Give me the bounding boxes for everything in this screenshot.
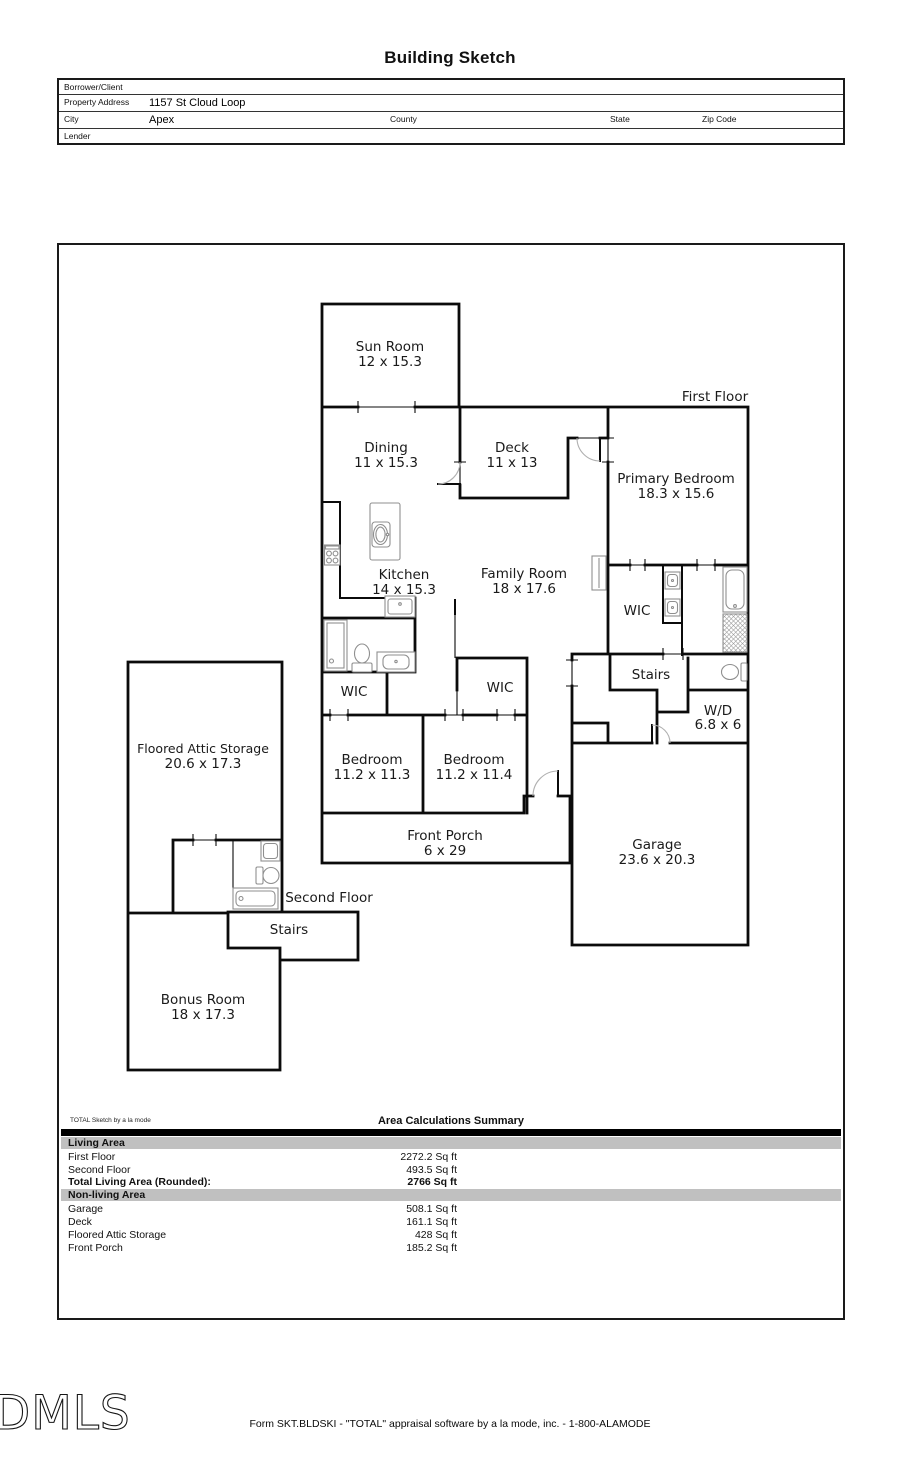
- room-label: WIC: [341, 684, 368, 700]
- room-dims: 11.2 x 11.3: [334, 767, 411, 783]
- summary-row: Second Floor 493.5 Sq ft: [68, 1164, 457, 1176]
- room-dims: 18 x 17.3: [171, 1007, 235, 1023]
- sketch-attribution: TOTAL Sketch by a la mode: [70, 1117, 151, 1124]
- room-dims: 14 x 15.3: [372, 582, 436, 598]
- room-label: Bedroom: [443, 752, 504, 768]
- row-city-county-state-zip: City Apex County State Zip Code: [59, 111, 843, 128]
- room-label: WIC: [624, 603, 651, 619]
- zip-label: Zip Code: [702, 114, 737, 124]
- borrower-label: Borrower/Client: [64, 82, 123, 92]
- room-label: Bonus Room: [161, 992, 245, 1008]
- room-label: WIC: [487, 680, 514, 696]
- fixtures: [232, 502, 748, 910]
- room-label: Stairs: [632, 667, 670, 683]
- room-label: Kitchen: [379, 567, 430, 583]
- wall-openings: [192, 401, 716, 888]
- sketch-box: Sun Room 12 x 15.3 Dining 11 x 15.3 Deck…: [57, 243, 845, 1320]
- row-property-address: Property Address 1157 St Cloud Loop: [59, 94, 843, 111]
- room-label: Bedroom: [341, 752, 402, 768]
- room-dims: 11.2 x 11.4: [436, 767, 513, 783]
- room-label: Dining: [364, 440, 408, 456]
- room-dims: 20.6 x 17.3: [165, 756, 242, 772]
- room-label: Garage: [632, 837, 681, 853]
- room-dims: 18.3 x 15.6: [638, 486, 715, 502]
- room-label: W/D: [704, 703, 732, 719]
- second-floor-label: Second Floor: [285, 890, 373, 906]
- room-dims: 11 x 13: [487, 455, 538, 471]
- summary-row: First Floor 2272.2 Sq ft: [68, 1151, 457, 1163]
- dmls-logo: DMLS: [0, 1386, 131, 1441]
- living-area-header: Living Area: [61, 1137, 841, 1149]
- first-floor-label: First Floor: [682, 389, 749, 405]
- summary-row: Deck 161.1 Sq ft: [68, 1216, 457, 1228]
- county-label: County: [390, 114, 417, 124]
- room-dims: 6 x 29: [424, 843, 466, 859]
- summary-title: Area Calculations Summary: [377, 1115, 525, 1127]
- primary-toilet-tank: [740, 662, 748, 682]
- page-title: Building Sketch: [384, 48, 516, 67]
- room-dims: 11 x 15.3: [354, 455, 418, 471]
- toilet: [351, 662, 373, 673]
- summary-row: Garage 508.1 Sq ft: [68, 1203, 457, 1215]
- room-labels: Sun Room 12 x 15.3 Dining 11 x 15.3 Deck…: [137, 339, 748, 1023]
- state-label: State: [610, 114, 630, 124]
- room-label: Front Porch: [407, 828, 483, 844]
- summary-divider-bar: [61, 1129, 841, 1136]
- room-dims: 18 x 17.6: [492, 581, 556, 597]
- nonliving-area-header: Non-living Area: [61, 1189, 841, 1201]
- room-label: Stairs: [270, 922, 308, 938]
- city-value: Apex: [149, 114, 175, 126]
- room-label: Family Room: [481, 566, 567, 582]
- room-dims: 12 x 15.3: [358, 354, 422, 370]
- door-arcs: [437, 437, 671, 797]
- property-header-table: Borrower/Client Property Address 1157 St…: [57, 78, 845, 145]
- room-dims: 6.8 x 6: [695, 717, 742, 733]
- lender-label: Lender: [64, 131, 91, 141]
- form-footer-text: Form SKT.BLDSKI - "TOTAL" appraisal soft…: [249, 1418, 651, 1430]
- room-label: Sun Room: [356, 339, 424, 355]
- row-borrower: Borrower/Client: [59, 80, 843, 94]
- summary-row-total: Total Living Area (Rounded): 2766 Sq ft: [68, 1176, 457, 1188]
- room-dims: 23.6 x 20.3: [619, 852, 696, 868]
- primary-shower: [722, 613, 748, 653]
- property-address-value: 1157 St Cloud Loop: [149, 97, 246, 109]
- room-label: Primary Bedroom: [617, 471, 735, 487]
- row-lender: Lender: [59, 128, 843, 143]
- summary-row: Front Porch 185.2 Sq ft: [68, 1242, 457, 1254]
- summary-row: Floored Attic Storage 428 Sq ft: [68, 1229, 457, 1241]
- city-label: City: [64, 114, 79, 124]
- sf-toilet-tank: [255, 866, 264, 885]
- floor-plan: Sun Room 12 x 15.3 Dining 11 x 15.3 Deck…: [126, 302, 750, 1072]
- property-address-label: Property Address: [64, 97, 130, 107]
- room-label: Floored Attic Storage: [137, 741, 269, 756]
- walls-thick: [126, 302, 750, 1072]
- room-label: Deck: [495, 440, 529, 456]
